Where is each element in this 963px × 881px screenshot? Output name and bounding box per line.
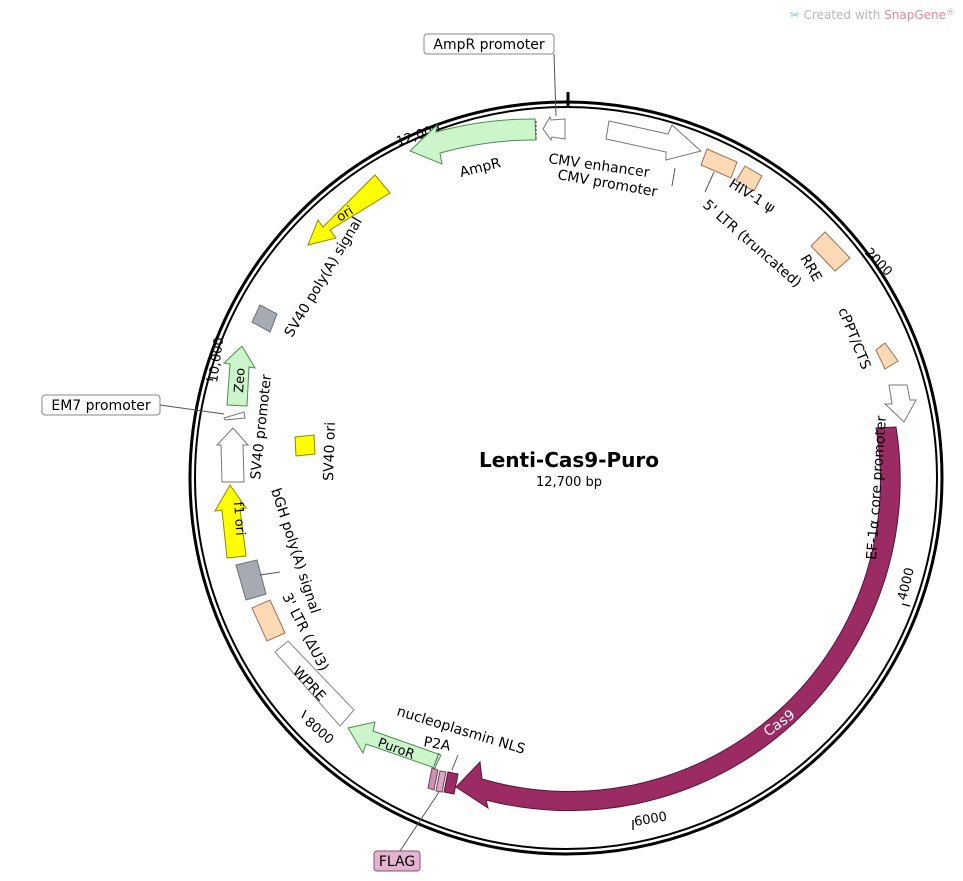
tick-label-6000: 6000 (633, 809, 668, 830)
feature-bgh-polya[interactable] (235, 559, 267, 601)
label-sv40-promoter: SV40 promoter (248, 373, 275, 480)
watermark-brand: SnapGene (884, 8, 946, 22)
feature-zeo[interactable] (222, 345, 256, 407)
callout-ampr-promoter-text: AmpR promoter (433, 37, 544, 53)
callout-flag-text: FLAG (379, 854, 415, 870)
feature-cppt[interactable] (875, 342, 899, 370)
leader-bgh (259, 571, 281, 576)
leader-5ltr (704, 171, 715, 193)
feature-f1-ori[interactable] (214, 484, 247, 559)
feature-wpre[interactable] (274, 640, 355, 727)
feature-5ltr[interactable] (700, 148, 738, 179)
plasmid-size: 12,700 bp (536, 475, 602, 490)
plasmid-name: Lenti-Cas9-Puro (479, 448, 659, 472)
feature-ef1a-promoter[interactable] (883, 384, 917, 423)
callout-flag-box[interactable] (373, 850, 421, 872)
tick-label-4000: 4000 (895, 566, 918, 602)
feature-zeo-label: Zeo (232, 367, 249, 393)
label-ampr: AmpR (458, 155, 503, 181)
label-cppt: cPPT/CTS (834, 306, 873, 372)
feature-f1-ori-label: f1 ori (230, 501, 247, 536)
feature-cmv-enhancer[interactable] (605, 120, 703, 161)
callout-em7-text: EM7 promoter (51, 398, 150, 414)
tick-label-10000: 10,000 (206, 336, 227, 383)
feature-3ltr[interactable] (251, 599, 286, 642)
feature-sv40-promoter[interactable] (215, 427, 250, 483)
feature-puror[interactable] (347, 721, 442, 769)
snapgene-watermark: ✂ Created with SnapGene® (790, 8, 955, 22)
tick-mark-4000 (901, 603, 911, 607)
callout-ampr-promoter-box[interactable] (423, 33, 555, 55)
feature-sv40-ori[interactable] (294, 434, 316, 457)
watermark-logo-icon: ✂ (789, 8, 800, 22)
backbone-outer-ring (188, 100, 944, 856)
leader-cmv (671, 167, 676, 187)
feature-rre[interactable] (810, 231, 851, 272)
feature-ori[interactable] (307, 174, 391, 246)
tick-mark-8000 (301, 709, 307, 719)
callout-flag-leader (399, 791, 440, 852)
feature-ampr[interactable] (409, 118, 537, 165)
tick-label-2000: 2000 (861, 245, 895, 279)
feature-sv40-polya[interactable] (251, 304, 278, 333)
callout-em7-leader (159, 404, 225, 415)
watermark-prefix: Created with (803, 8, 885, 22)
feature-group: Cas9 PuroR f1 ori Zeo ori (214, 115, 917, 812)
callout-group: AmpR promoter EM7 promoter FLAG (41, 33, 557, 872)
leader-p2a (433, 752, 440, 767)
feature-hiv1-psi[interactable] (735, 165, 763, 192)
feature-p2a[interactable] (427, 767, 439, 791)
backbone-inner-ring (194, 106, 938, 850)
callout-ampr-promoter-leader (553, 53, 557, 117)
label-sv40-ori: SV40 ori (321, 422, 339, 481)
feature-flag[interactable] (435, 770, 447, 793)
feature-em7-promoter[interactable] (223, 411, 246, 421)
leader-nls (451, 754, 459, 771)
tick-mark-2000 (871, 255, 878, 269)
label-p2a: P2A (422, 734, 452, 755)
watermark-suffix: ® (946, 8, 955, 18)
tick-group: 2000 4000 6000 8000 10,000 12,000 (205, 121, 918, 830)
feature-cas9[interactable] (455, 426, 901, 812)
label-5ltr: 5' LTR (truncated) (699, 197, 804, 291)
tick-mark-10000 (205, 378, 214, 381)
feature-nucleoplasmin-nls[interactable] (443, 771, 459, 795)
feature-ampr-promoter[interactable] (542, 115, 566, 142)
